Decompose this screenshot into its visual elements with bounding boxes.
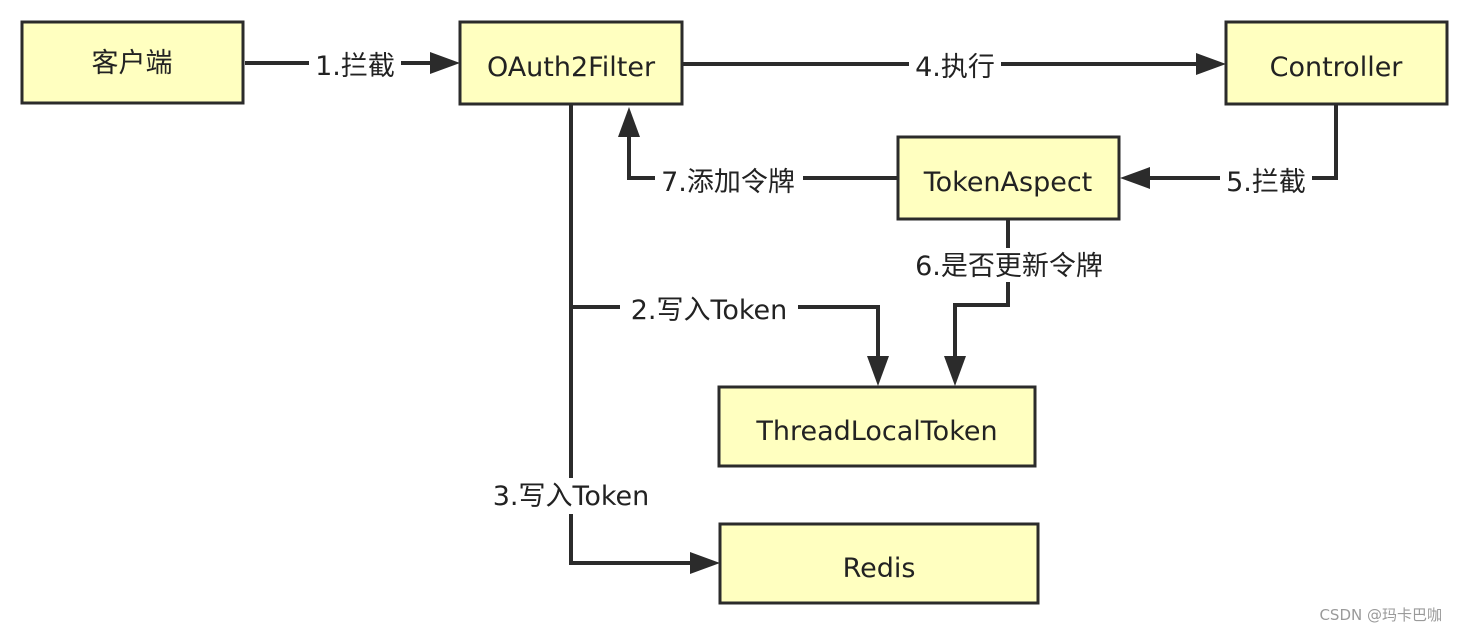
svg-text:OAuth2Filter: OAuth2Filter	[487, 52, 656, 83]
node-oauth2filter: OAuth2Filter	[458, 20, 684, 106]
node-redis: Redis	[718, 522, 1040, 605]
svg-text:Controller: Controller	[1270, 52, 1404, 83]
svg-text:Redis: Redis	[843, 553, 916, 584]
node-controller: Controller	[1224, 20, 1449, 106]
svg-text:5.拦截: 5.拦截	[1226, 167, 1306, 198]
edge-label-1: 1.拦截	[309, 48, 401, 82]
edge-7-add-token	[618, 107, 897, 180]
edge-label-5: 5.拦截	[1220, 164, 1312, 198]
svg-text:客户端: 客户端	[92, 48, 173, 79]
svg-text:1.拦截: 1.拦截	[315, 51, 395, 82]
svg-text:2.写入Token: 2.写入Token	[631, 295, 788, 326]
edge-3-write-token	[569, 105, 720, 574]
edge-6-update-token	[944, 220, 1010, 386]
svg-text:7.添加令牌: 7.添加令牌	[661, 167, 795, 198]
edge-label-6: 6.是否更新令牌	[905, 248, 1113, 282]
svg-text:3.写入Token: 3.写入Token	[493, 481, 650, 512]
svg-text:TokenAspect: TokenAspect	[923, 167, 1093, 198]
svg-text:6.是否更新令牌: 6.是否更新令牌	[915, 251, 1103, 282]
edge-label-4: 4.执行	[909, 48, 1001, 83]
node-tokenaspect: TokenAspect	[896, 135, 1121, 221]
edge-5-intercept	[1120, 105, 1338, 189]
node-threadlocaltoken: ThreadLocalToken	[717, 385, 1037, 468]
watermark: CSDN @玛卡巴咖	[1319, 606, 1442, 624]
edge-label-7: 7.添加令牌	[655, 164, 803, 198]
node-client: 客户端	[20, 20, 245, 105]
edge-label-2: 2.写入Token	[620, 292, 798, 326]
svg-text:4.执行: 4.执行	[915, 52, 995, 83]
edge-label-3: 3.写入Token	[483, 478, 659, 514]
svg-text:ThreadLocalToken: ThreadLocalToken	[755, 416, 997, 447]
